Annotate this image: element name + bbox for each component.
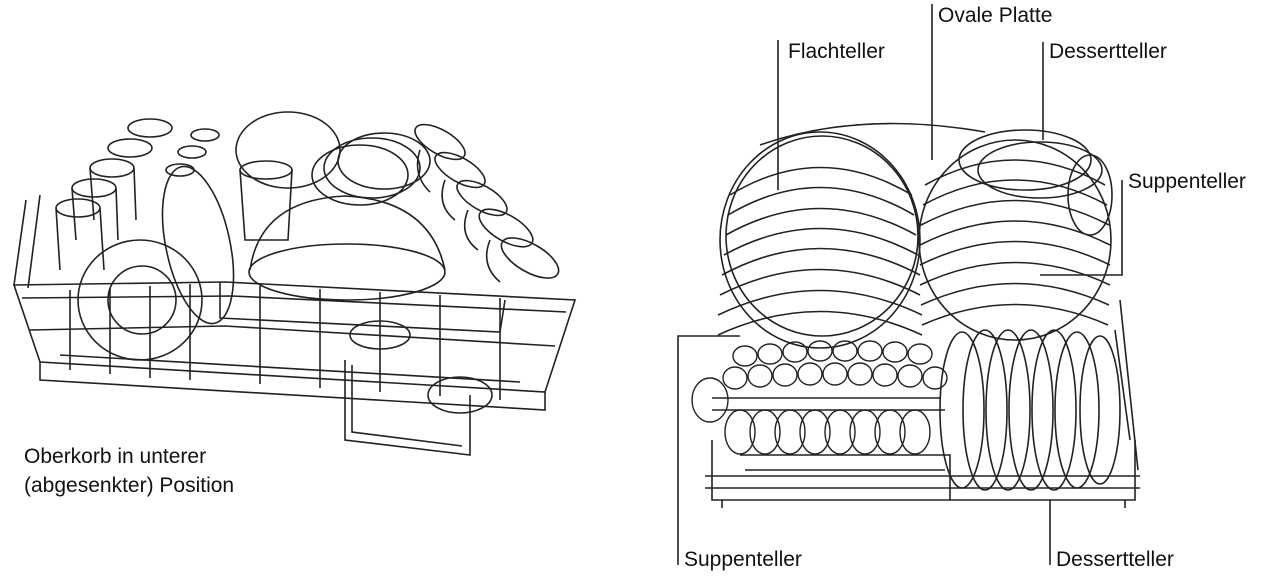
leader-lines [677, 4, 1123, 565]
upper-basket-illustration [12, 111, 577, 456]
label-dessertteller-bottom: Dessertteller [1056, 548, 1174, 571]
label-flachteller: Flachteller [788, 40, 885, 63]
label-suppenteller-bottom: Suppenteller [684, 548, 802, 571]
label-suppenteller-right: Suppenteller [1128, 170, 1246, 193]
upper-basket-caption: Oberkorb in unterer (abgesenkter) Positi… [24, 442, 234, 500]
label-dessertteller-top: Dessertteller [1049, 40, 1167, 63]
label-ovale-platte: Ovale Platte [938, 4, 1053, 27]
caption-line-2: (abgesenkter) Position [24, 474, 235, 497]
caption-line-1: Oberkorb in unterer [24, 445, 207, 468]
lower-basket-illustration [691, 122, 1140, 508]
